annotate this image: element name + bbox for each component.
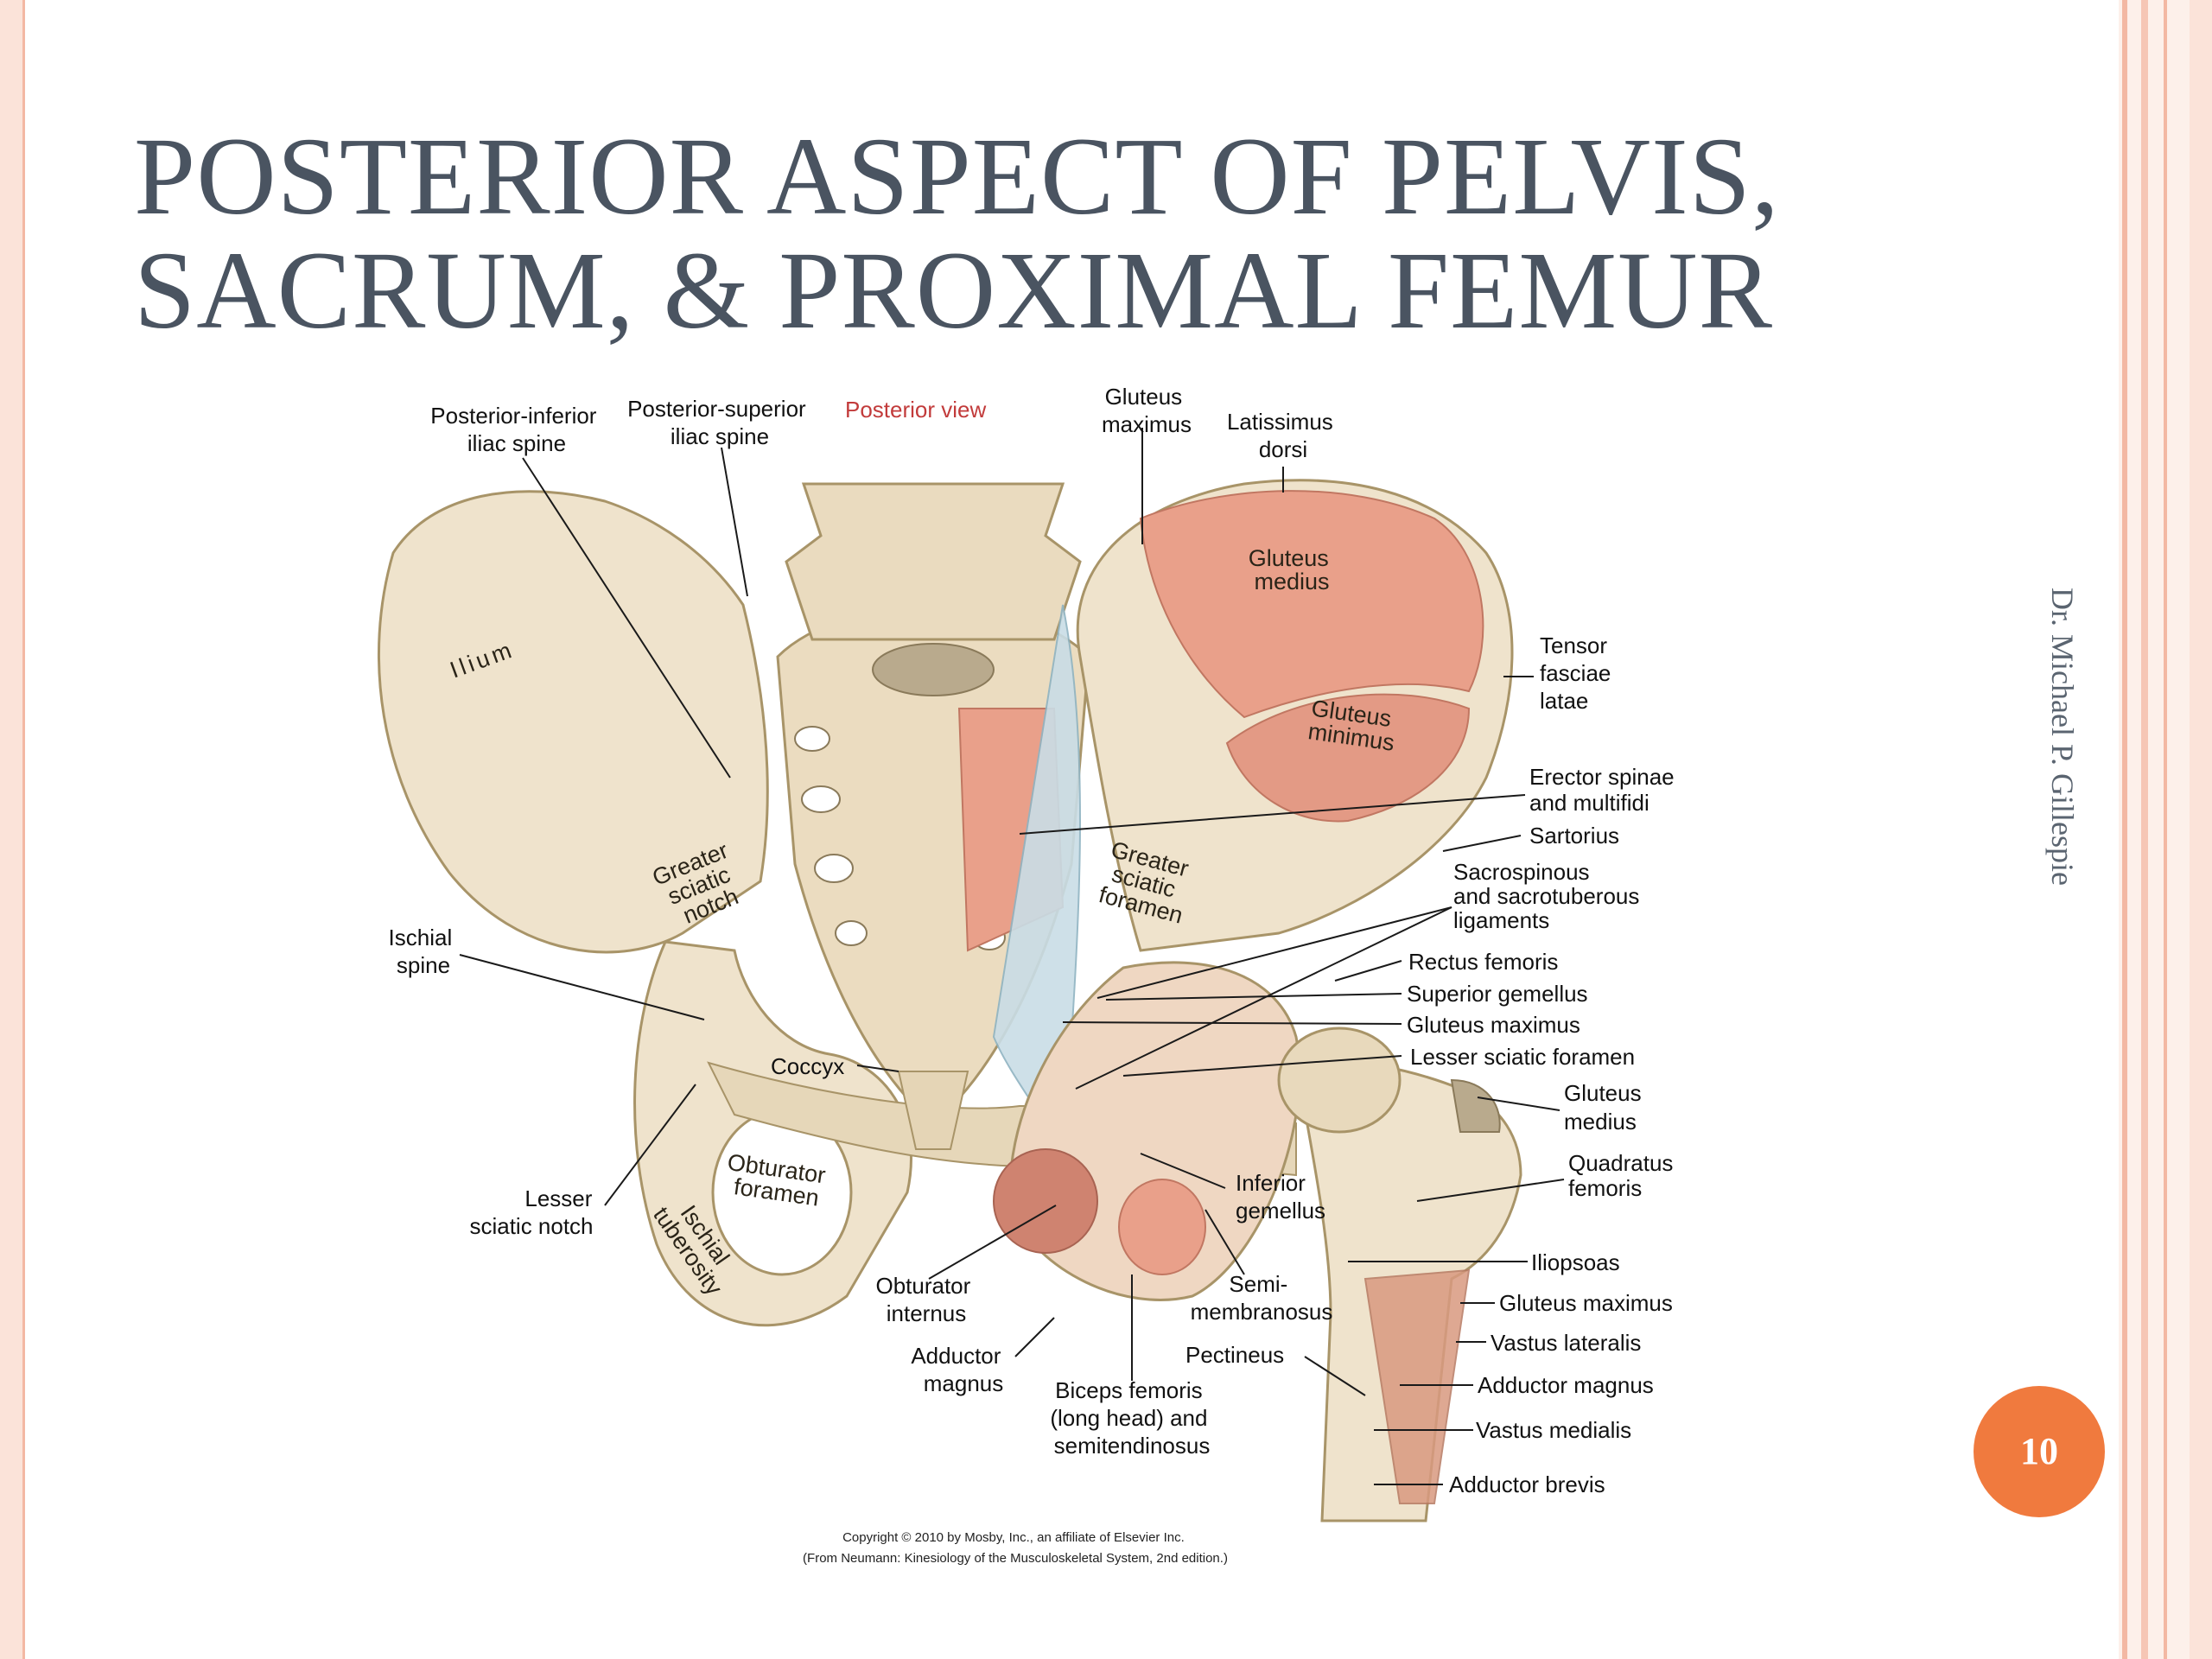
label-adductor-magnus-right: Adductor magnus bbox=[1478, 1372, 1654, 1398]
label-coccyx: Coccyx bbox=[771, 1053, 844, 1079]
femoral-head bbox=[1277, 1027, 1402, 1134]
label-gluteus-medius-inline: Gluteus medius bbox=[1249, 545, 1336, 594]
label-sacrospinous-ligaments: Sacrospinous and sacrotuberous ligaments bbox=[1453, 859, 1646, 933]
label-tensor-fasciae-latae: Tensor fasciae latae bbox=[1540, 632, 1618, 714]
label-ischial-spine: Ischial spine bbox=[389, 925, 459, 978]
label-biceps-femoris: Biceps femoris (long head) and semitendi… bbox=[1050, 1377, 1213, 1459]
label-vastus-medialis: Vastus medialis bbox=[1476, 1417, 1631, 1443]
label-vastus-lateralis: Vastus lateralis bbox=[1491, 1330, 1641, 1356]
gluteus-medius-muscle bbox=[1139, 490, 1484, 719]
label-adductor-magnus-bottom: Adductor magnus bbox=[911, 1343, 1007, 1396]
label-iliopsoas: Iliopsoas bbox=[1531, 1249, 1620, 1275]
label-gluteus-maximus-mid: Gluteus maximus bbox=[1407, 1012, 1580, 1038]
author-credit: Dr. Michael P. Gillespie bbox=[2045, 588, 2080, 886]
label-posterior-inferior-iliac-spine: Posterior-inferior iliac spine bbox=[430, 403, 602, 456]
label-latissimus-dorsi: Latissimus dorsi bbox=[1227, 409, 1339, 462]
view-label: Posterior view bbox=[845, 397, 986, 423]
lumbar-vertebrae bbox=[785, 482, 1082, 641]
label-adductor-brevis: Adductor brevis bbox=[1449, 1471, 1605, 1497]
label-posterior-superior-iliac-spine: Posterior-superior iliac spine bbox=[627, 396, 812, 449]
page-number-badge: 10 bbox=[1974, 1386, 2105, 1517]
greater-trochanter-marks bbox=[1450, 1078, 1501, 1133]
label-obturator-internus: Obturator internus bbox=[875, 1273, 976, 1326]
label-superior-gemellus: Superior gemellus bbox=[1407, 981, 1588, 1007]
label-pectineus: Pectineus bbox=[1185, 1342, 1284, 1368]
slide-title: POSTERIOR ASPECT OF PELVIS, SACRUM, & PR… bbox=[134, 115, 1780, 352]
vertebra-body bbox=[872, 643, 995, 696]
title-line-1: POSTERIOR ASPECT OF PELVIS, bbox=[134, 115, 1780, 238]
coccyx-shape bbox=[897, 1071, 969, 1150]
label-sartorius: Sartorius bbox=[1529, 823, 1619, 849]
label-erector-spinae: Erector spinae and multifidi bbox=[1529, 764, 1681, 816]
copyright-notice: Copyright © 2010 by Mosby, Inc., an affi… bbox=[803, 1530, 1228, 1566]
leader-lines bbox=[459, 428, 1565, 1485]
right-frame-border bbox=[2119, 0, 2212, 1659]
label-inferior-gemellus: Inferior gemellus bbox=[1236, 1170, 1325, 1224]
obturator-internus-muscle bbox=[993, 1148, 1098, 1254]
label-semimembranosus: Semi- membranosus bbox=[1191, 1271, 1333, 1325]
gluteus-minimus-muscle bbox=[1225, 693, 1471, 823]
label-gluteus-maximus-low: Gluteus maximus bbox=[1499, 1290, 1673, 1316]
label-quadratus-femoris: Quadratus femoris bbox=[1568, 1150, 1680, 1201]
pelvis-drawing bbox=[378, 479, 1522, 1522]
label-gluteus-medius-right: Gluteus medius bbox=[1564, 1080, 1648, 1135]
left-frame-border bbox=[0, 0, 25, 1659]
ischial-muscle-attachments bbox=[1118, 1179, 1206, 1275]
label-rectus-femoris: Rectus femoris bbox=[1408, 949, 1558, 975]
label-lesser-sciatic-notch: Lesser sciatic notch bbox=[469, 1185, 598, 1239]
left-ilium-shape bbox=[378, 490, 769, 954]
femur-muscle-strips bbox=[1363, 1268, 1471, 1504]
label-gluteus-maximus-top: Gluteus maximus bbox=[1102, 384, 1192, 437]
label-lesser-sciatic-foramen: Lesser sciatic foramen bbox=[1410, 1044, 1635, 1070]
title-line-2: SACRUM, & PROXIMAL FEMUR bbox=[134, 229, 1773, 352]
